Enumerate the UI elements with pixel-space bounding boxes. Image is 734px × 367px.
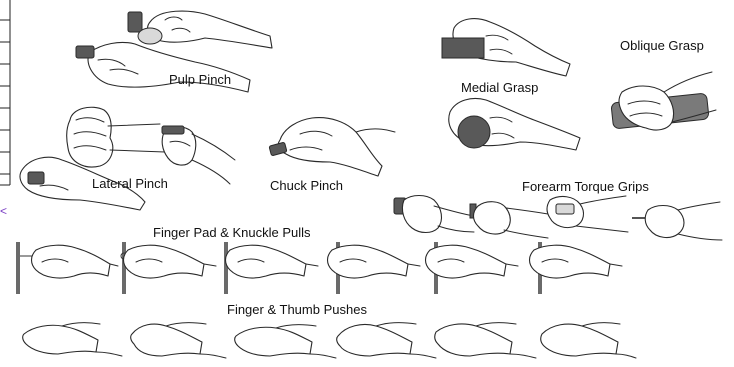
pulp-pinch-label: Pulp Pinch xyxy=(169,72,231,87)
pull-1 xyxy=(16,242,118,294)
pull-6 xyxy=(530,242,623,294)
oblique-grasp-illustration xyxy=(611,72,716,130)
forearm-torque-grips-label: Forearm Torque Grips xyxy=(522,179,649,194)
push-6 xyxy=(541,323,636,358)
edge-mark: < xyxy=(0,205,7,217)
finger-pad-knuckle-pulls-label: Finger Pad & Knuckle Pulls xyxy=(153,225,311,240)
torque-grip-4 xyxy=(632,202,722,240)
pull-2 xyxy=(121,242,216,294)
torque-grip-3 xyxy=(547,196,628,232)
finger-thumb-pushes-illustration xyxy=(23,323,636,358)
pull-5 xyxy=(426,242,519,294)
finger-thumb-pushes-label: Finger & Thumb Pushes xyxy=(227,302,367,317)
lateral-pinch-illustration xyxy=(20,107,235,210)
lateral-pinch-label: Lateral Pinch xyxy=(92,176,168,191)
cropped-table-edge xyxy=(0,0,10,185)
finger-pad-knuckle-pulls-illustration xyxy=(16,242,622,294)
forearm-torque-grips-illustration xyxy=(394,196,722,241)
push-1 xyxy=(23,323,122,356)
oblique-grasp-label: Oblique Grasp xyxy=(620,38,704,53)
push-2 xyxy=(131,323,226,358)
pull-3 xyxy=(224,242,318,294)
chuck-pinch-illustration xyxy=(269,118,395,176)
push-5 xyxy=(435,323,536,358)
pull-4 xyxy=(328,242,421,294)
medial-grasp-label: Medial Grasp xyxy=(461,80,538,95)
torque-grip-2 xyxy=(470,202,548,238)
push-3 xyxy=(235,325,336,358)
torque-grip-1 xyxy=(394,196,474,233)
push-4 xyxy=(337,323,436,358)
chuck-pinch-label: Chuck Pinch xyxy=(270,178,343,193)
